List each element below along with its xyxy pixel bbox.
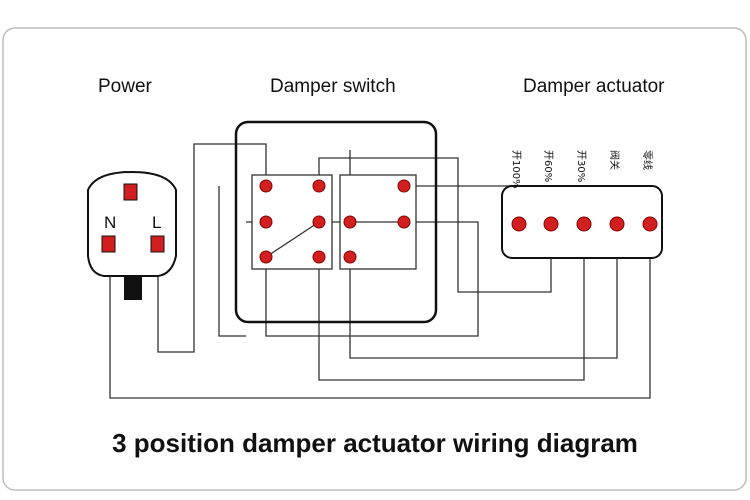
wire-side (218, 186, 246, 337)
switch-terminal (397, 179, 411, 193)
damper-switch-label: Damper switch (270, 76, 396, 97)
plug-earth-pin (123, 183, 138, 201)
switch-terminal (259, 179, 273, 193)
terminal-label-open-100: 开100% (510, 150, 521, 189)
terminal-label-valve-close: 阀关 (608, 150, 621, 170)
switch-terminal (343, 250, 357, 264)
terminal-label-neutral: 零线 (641, 150, 654, 170)
wire-60 (318, 157, 552, 293)
terminal-label-open-60: 开60% (542, 150, 553, 182)
switch-terminal (259, 215, 273, 229)
actuator-terminal (642, 216, 658, 232)
switch-terminal (312, 215, 326, 229)
plug-n-label: N (104, 213, 116, 232)
actuator-terminal (609, 216, 625, 232)
power-plug: N L (87, 170, 177, 300)
wire-loop (265, 221, 479, 337)
switch-terminals (259, 179, 411, 264)
switch-terminal (312, 250, 326, 264)
damper-actuator-label: Damper actuator (523, 76, 665, 97)
power-label: Power (98, 76, 152, 97)
wire-close (349, 224, 618, 359)
switch-terminal (312, 179, 326, 193)
actuator-terminal (511, 216, 527, 232)
plug-cord (124, 276, 142, 300)
actuator-terminal (576, 216, 592, 232)
actuator-terminals (511, 216, 658, 232)
plug-l-label: L (152, 213, 161, 232)
switch1-contact (265, 221, 320, 258)
switch-terminal (343, 215, 357, 229)
diagram-frame (2, 27, 747, 491)
diagram-title: 3 position damper actuator wiring diagra… (112, 428, 638, 458)
terminal-label-open-30: 开30% (575, 150, 586, 182)
wire-live (157, 143, 267, 353)
plug-neutral-pin (101, 235, 116, 253)
wire-neutral (109, 224, 651, 399)
switch-terminal (259, 250, 273, 264)
switch-housing (234, 120, 438, 324)
actuator-terminal (543, 216, 559, 232)
wire-30 (318, 224, 585, 381)
plug-live-pin (150, 235, 165, 253)
switch-terminal (397, 215, 411, 229)
